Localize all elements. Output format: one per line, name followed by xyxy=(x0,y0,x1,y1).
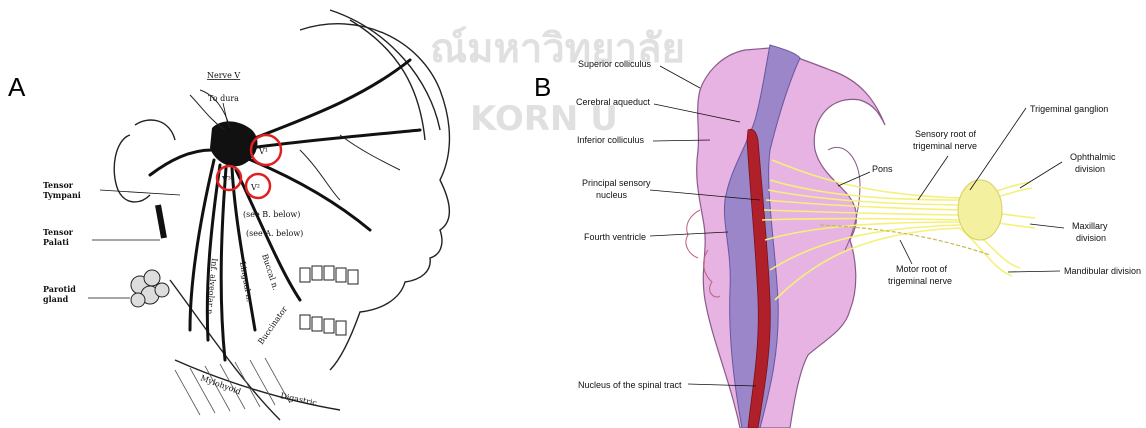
label-nucleus-spinal: Nucleus of the spinal tract xyxy=(578,380,682,390)
label-tensor-palati-2: Palati xyxy=(43,237,69,247)
label-sensory-root-2: trigeminal nerve xyxy=(913,141,977,151)
label-mandibular: Mandibular division xyxy=(1064,266,1141,276)
label-tensor-tympani-2: Tympani xyxy=(43,190,81,200)
label-motor-root-1: Motor root of xyxy=(896,264,948,274)
label-superior-colliculus: Superior colliculus xyxy=(578,59,652,69)
panel-b-letter: B xyxy=(534,72,551,102)
label-mylohyoid: Mylohyoid xyxy=(199,373,242,396)
label-v3: V³ xyxy=(221,175,231,184)
brainstem-shape xyxy=(697,48,885,428)
label-tensor-palati-1: Tensor xyxy=(43,227,74,237)
parotid-gland-shape xyxy=(131,270,169,307)
label-lingual: Lingual n. xyxy=(238,261,254,303)
tensor-palati-bar xyxy=(158,205,164,238)
label-trigeminal-ganglion: Trigeminal ganglion xyxy=(1030,104,1108,114)
label-cerebral-aqueduct: Cerebral aqueduct xyxy=(576,97,651,107)
label-ophthalmic-2: division xyxy=(1075,164,1105,174)
nerve-v-title: Nerve V xyxy=(207,71,240,80)
label-buccinator: Buccinator xyxy=(256,305,289,347)
panel-a-letter: A xyxy=(8,72,26,102)
label-tensor-tympani-1: Tensor xyxy=(43,180,74,190)
label-parotid-1: Parotid xyxy=(43,284,76,294)
label-principal-sensory-2: nucleus xyxy=(596,190,628,200)
label-parotid-2: gland xyxy=(43,294,69,304)
trigeminal-ganglion-b xyxy=(958,180,1002,240)
label-fourth-ventricle: Fourth ventricle xyxy=(584,232,646,242)
label-pons: Pons xyxy=(872,164,893,174)
label-inferior-colliculus: Inferior colliculus xyxy=(577,135,645,145)
panel-b: B xyxy=(534,45,1141,428)
label-see-b: (see B. below) xyxy=(243,210,300,219)
panel-a: A Nerve V xyxy=(8,10,449,420)
label-maxillary-2: division xyxy=(1076,233,1106,243)
label-maxillary-1: Maxillary xyxy=(1072,221,1108,231)
label-to-dura: To dura xyxy=(208,94,239,103)
label-ophthalmic-1: Ophthalmic xyxy=(1070,152,1116,162)
label-principal-sensory-1: Principal sensory xyxy=(582,178,651,188)
label-v2: V² xyxy=(250,183,260,192)
label-digastric: Digastric xyxy=(280,391,319,408)
teeth xyxy=(300,266,358,335)
label-sensory-root-1: Sensory root of xyxy=(915,129,977,139)
panel-a-leaders xyxy=(88,103,228,298)
label-see-a: (see A. below) xyxy=(246,229,303,238)
label-v1: V¹ xyxy=(258,147,268,156)
label-motor-root-2: trigeminal nerve xyxy=(888,276,952,286)
